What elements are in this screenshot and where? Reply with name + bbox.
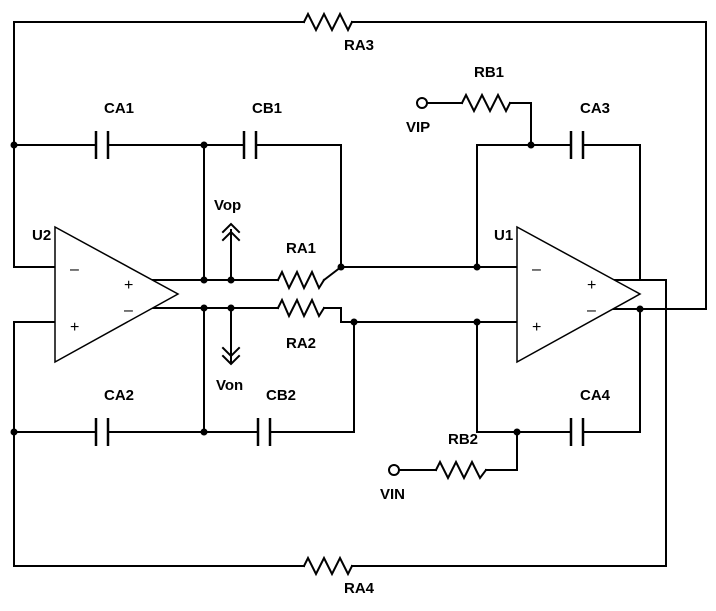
label-vop: Vop: [214, 197, 241, 214]
wire-ca1-cb1-row: [13, 144, 342, 268]
label-vip: VIP: [406, 119, 430, 136]
wire-ca2-cb2-row: [13, 321, 355, 433]
von-arrow-icon: [221, 346, 241, 366]
label-ra1: RA1: [286, 240, 316, 257]
label-rb1: RB1: [474, 64, 504, 81]
u1-plus-sign: +: [532, 319, 541, 336]
u2-plus-sign: +: [70, 319, 79, 336]
label-u2: U2: [32, 227, 51, 244]
capacitor-ca4: [569, 418, 585, 446]
label-u1: U1: [494, 227, 513, 244]
wire-ca3-loop: [476, 144, 641, 281]
capacitor-cb2: [256, 418, 272, 446]
wires: [13, 21, 707, 567]
resistor-rb2: [434, 459, 488, 481]
opamp-u2: – + + –: [54, 225, 180, 364]
wire-ca4-loop: [476, 308, 641, 433]
opamp-u1: – + + –: [516, 225, 642, 364]
resistor-ra1: [276, 269, 326, 291]
wire-rb2: [399, 431, 518, 471]
label-cb2: CB2: [266, 387, 296, 404]
label-vin: VIN: [380, 486, 405, 503]
capacitor-ca3: [569, 131, 585, 159]
wire-u2-pos-out: [151, 265, 343, 282]
wire-rb1: [427, 102, 532, 146]
label-ra4: RA4: [344, 580, 375, 597]
u1-out-plus-sign: +: [587, 277, 596, 294]
label-ra3: RA3: [344, 37, 374, 54]
label-ca2: CA2: [104, 387, 134, 404]
vop-arrow-icon: [221, 222, 241, 242]
resistor-ra2: [276, 297, 326, 319]
u2-out-minus-sign: –: [124, 302, 133, 319]
capacitor-ca2: [94, 418, 110, 446]
wire-ra3-loop: [13, 21, 707, 310]
vip-terminal: [416, 97, 428, 109]
label-ca4: CA4: [580, 387, 611, 404]
label-rb2: RB2: [448, 431, 478, 448]
capacitor-cb1: [242, 131, 258, 159]
label-ca1: CA1: [104, 100, 134, 117]
label-cb1: CB1: [252, 100, 282, 117]
u1-minus-sign: –: [532, 261, 541, 278]
u1-out-minus-sign: –: [587, 302, 596, 319]
label-ca3: CA3: [580, 100, 610, 117]
u2-minus-sign: –: [70, 261, 79, 278]
capacitor-ca1: [94, 131, 110, 159]
resistor-rb1: [460, 92, 512, 114]
resistor-ra4: [302, 555, 354, 577]
resistor-ra3: [302, 11, 354, 33]
wire-u2-neg-out: [151, 307, 342, 323]
label-von: Von: [216, 377, 243, 394]
label-ra2: RA2: [286, 335, 316, 352]
junction-dots: [10, 141, 644, 436]
u2-out-plus-sign: +: [124, 277, 133, 294]
vin-terminal: [388, 464, 400, 476]
